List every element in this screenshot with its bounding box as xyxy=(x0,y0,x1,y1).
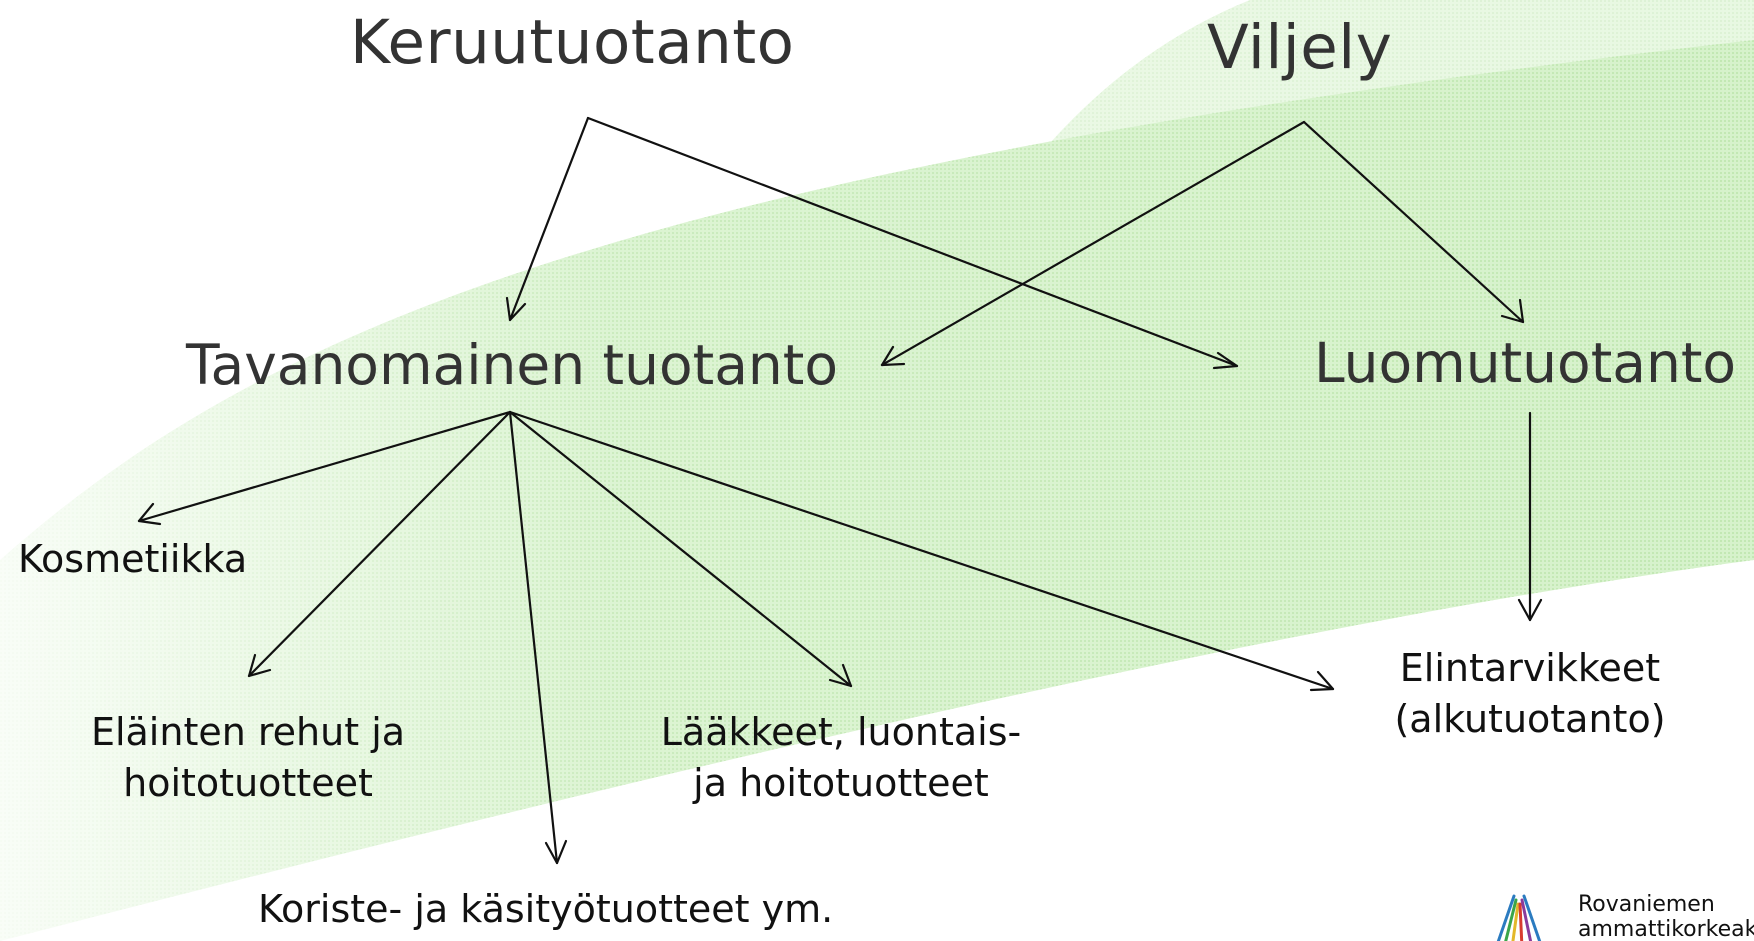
arrow-keruu-to-tavanomainen xyxy=(505,116,590,322)
node-kosmetiikka: Kosmetiikka xyxy=(18,537,248,581)
node-elintarvikkeet: Elintarvikkeet (alkutuotanto) xyxy=(1360,643,1700,744)
node-laakkeet-line2: ja hoitotuotteet xyxy=(693,760,989,805)
arrow-luomu-to-elintarvikkeet xyxy=(1517,411,1543,622)
node-elintarvikkeet-line2: (alkutuotanto) xyxy=(1394,696,1666,741)
arrow-tavanomainen-to-elintarvikkeet xyxy=(508,410,1335,692)
node-elainten-rehut-line2: hoitotuotteet xyxy=(123,760,373,805)
node-viljely: Viljely xyxy=(1207,12,1393,83)
arrow-keruu-to-luomu xyxy=(586,116,1239,370)
node-laakkeet-line1: Lääkkeet, luontais- xyxy=(660,710,1022,754)
node-luomutuotanto: Luomutuotanto xyxy=(1314,331,1737,395)
arrow-tavanomainen-to-elainten xyxy=(247,410,512,678)
arrow-viljely-to-tavanomainen xyxy=(880,120,1306,367)
node-laakkeet: Lääkkeet, luontais- ja hoitotuotteet xyxy=(626,707,1056,808)
node-elintarvikkeet-line1: Elintarvikkeet xyxy=(1399,646,1661,690)
node-elainten-rehut: Eläinten rehut ja hoitotuotteet xyxy=(48,707,448,808)
arrow-tavanomainen-to-laakkeet xyxy=(508,410,853,688)
node-keruutuotanto: Keruutuotanto xyxy=(350,7,795,78)
arrow-tavanomainen-to-kosmetiikka xyxy=(137,410,512,526)
logo-text: Rovaniemen ammattikorkeakoulu xyxy=(1578,892,1754,941)
logo-text-line1: Rovaniemen xyxy=(1578,892,1715,917)
node-tavanomainen-tuotanto: Tavanomainen tuotanto xyxy=(186,333,838,397)
arrow-viljely-to-luomu xyxy=(1302,120,1525,324)
logo-text-line2: ammattikorkeakoulu xyxy=(1578,917,1754,941)
node-koriste-kasityotuotteet: Koriste- ja käsityötuotteet ym. xyxy=(258,887,834,931)
node-elainten-rehut-line1: Eläinten rehut ja xyxy=(90,710,406,754)
arrow-tavanomainen-to-koriste xyxy=(508,410,568,865)
